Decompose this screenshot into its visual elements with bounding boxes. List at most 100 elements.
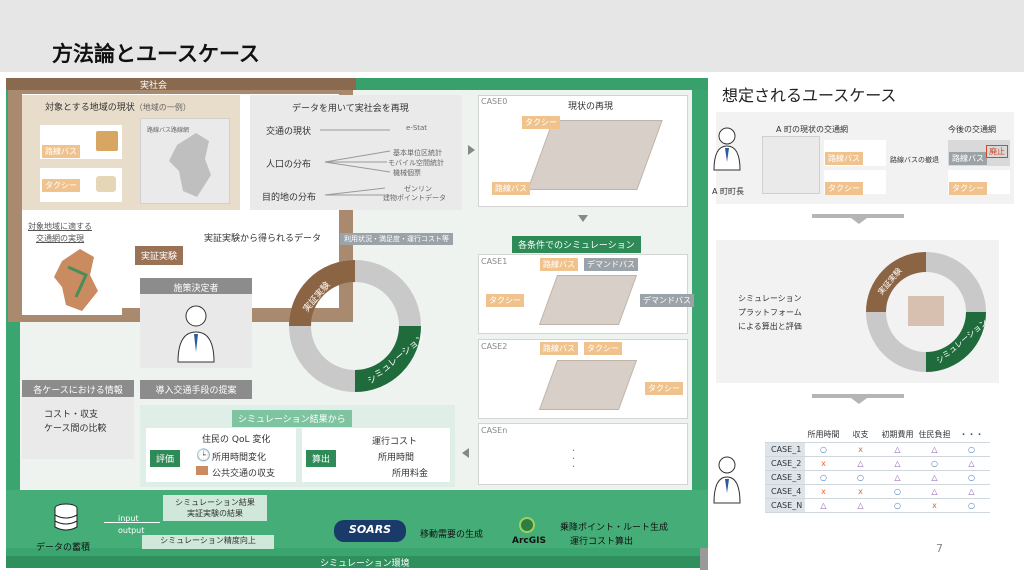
route-bus-tag: 路線バス <box>42 145 80 158</box>
platform-line1: シミュレーション <box>738 294 802 303</box>
casen-label: CASEn <box>481 426 508 435</box>
eval-item-time: 所用時間変化 <box>212 453 267 463</box>
eval-title: 住民の QoL 変化 <box>202 435 271 445</box>
flow-arrow-1-icon <box>851 218 867 224</box>
io-line <box>104 522 160 523</box>
input-label: input <box>118 514 139 523</box>
region-map: 路線バス路線網 <box>140 118 230 204</box>
usecase-title: 想定されるユースケース <box>722 86 897 105</box>
reproduce-title: データを用いて実社会を再現 <box>292 104 409 114</box>
platform-line3: による算出と評価 <box>738 322 802 331</box>
table-cell: x <box>805 484 842 499</box>
future-bus-card: 路線バス 廃止 <box>948 140 1010 166</box>
eval-item-balance: 公共交通の収支 <box>212 469 276 479</box>
reproduce-row-traffic: 交通の現状 <box>266 127 312 137</box>
abolish-stamp: 廃止 <box>986 145 1008 158</box>
source-zenrin: ゼンリン <box>404 185 432 193</box>
scrollbar-thumb[interactable] <box>700 548 708 570</box>
table-cell: △ <box>916 470 953 485</box>
demand-label: 移動需要の生成 <box>420 530 484 540</box>
future-taxi-tag: タクシー <box>949 182 987 195</box>
table-cell: ○ <box>879 484 916 499</box>
arrow-right-icon <box>468 145 475 155</box>
table-row: CASE_4 x x ○ △ △ <box>765 484 990 499</box>
info-each-label: 各ケースにおける情報 <box>22 380 134 399</box>
table-row: CASE_2 x △ △ ○ △ <box>765 456 990 471</box>
current-net-label: A 町の現状の交通網 <box>776 125 849 134</box>
case2-taxi-tag-2: タクシー <box>645 382 683 395</box>
output-label: output <box>118 526 145 535</box>
bus-icon <box>96 131 118 151</box>
platform-text: シミュレーション プラットフォーム による算出と評価 <box>738 292 802 334</box>
green-top-bar <box>356 78 708 90</box>
trial-data-label: 実証実験から得られるデータ <box>200 229 326 246</box>
trial-label: 実証実験 <box>135 246 184 265</box>
table-cell: △ <box>916 442 953 457</box>
table-cell: △ <box>916 484 953 499</box>
table-row: CASE_N △ △ ○ x ○ <box>765 498 990 513</box>
current-taxi-card: タクシー <box>824 170 886 195</box>
calc-box: 算出 運行コスト 所用時間 所用料金 <box>302 428 450 482</box>
reproduce-row-population: 人口の分布 <box>266 160 312 170</box>
eval-tag: 評価 <box>150 450 181 467</box>
table-cell: △ <box>953 456 990 471</box>
source-building: 建物ポイントデータ <box>383 194 446 202</box>
table-cell: ○ <box>805 470 842 485</box>
evaluation-table: 所用時間 収支 初期費用 住民負担 ・・・ CASE_1 ○ x △ △ ○ C… <box>765 428 990 513</box>
table-cell: x <box>842 484 879 499</box>
table-cell: ○ <box>805 442 842 457</box>
row-case-label: CASE_1 <box>765 442 805 457</box>
table-row: CASE_1 ○ x △ △ ○ <box>765 442 990 457</box>
future-net-label: 今後の交通網 <box>948 125 996 134</box>
route-gen-line2: 運行コスト算出 <box>570 537 634 547</box>
taxi-card: タクシー <box>40 168 122 202</box>
arrow-down-icon <box>578 215 588 222</box>
decision-maker-box <box>140 294 252 368</box>
apply-line1: 対象地域に適する <box>28 222 92 231</box>
accuracy-label: シミュレーション精度向上 <box>142 535 274 549</box>
person-icon <box>177 305 215 363</box>
header-resident-burden: 住民負担 <box>916 428 953 443</box>
header-more: ・・・ <box>953 428 990 443</box>
cost-line2: ケース間の比較 <box>44 424 107 434</box>
flow-arrow-2-icon <box>851 398 867 404</box>
cycle-ring <box>289 260 421 392</box>
table-cell: △ <box>879 456 916 471</box>
future-taxi-card: タクシー <box>948 170 1010 195</box>
sim-result-line2: 実証実験の結果 <box>187 509 243 518</box>
soars-logo: SOARS <box>334 520 406 542</box>
title-bar <box>0 0 1024 72</box>
table-cell: △ <box>842 456 879 471</box>
propose-label: 導入交通手段の提案 <box>140 380 252 399</box>
sim-result-box: シミュレーション結果 実証実験の結果 <box>163 495 267 521</box>
globe-icon <box>519 517 535 533</box>
row-case-label: CASE_2 <box>765 456 805 471</box>
flow-bar-2 <box>812 394 904 398</box>
map-label: 路線バス路線網 <box>147 127 190 134</box>
flow-bar-1 <box>812 214 904 218</box>
current-bus-tag: 路線バス <box>825 152 863 165</box>
table-row: CASE_3 ○ ○ △ △ ○ <box>765 470 990 485</box>
table-cell: ○ <box>879 498 916 513</box>
apply-line2: 交通網の実現 <box>36 234 84 243</box>
current-taxi-tag: タクシー <box>825 182 863 195</box>
network-map-icon <box>54 249 98 311</box>
connector-lines <box>320 129 391 196</box>
trial-data-sub: 利用状況・満足度・運行コスト等 <box>340 233 453 245</box>
platform-ring <box>866 252 986 372</box>
table-corner <box>765 428 805 443</box>
region-title: 対象とする地域の現状（地域の一例） <box>45 100 191 113</box>
sim-result-line1: シミュレーション結果 <box>175 498 255 507</box>
eval-box: 評価 住民の QoL 変化 🕒 所用時間変化 公共交通の収支 <box>146 428 296 482</box>
route-gen-line1: 乗降ポイント・ルート生成 <box>560 523 669 533</box>
table-cell: △ <box>805 498 842 513</box>
mayor-person-icon-2 <box>713 456 741 504</box>
page-number: 7 <box>936 542 943 555</box>
cost-line1: コスト・収支 <box>44 410 99 420</box>
table-cell: ○ <box>842 470 879 485</box>
case1-taxi-tag: タクシー <box>486 294 524 307</box>
source-records: 機械個票 <box>393 169 421 177</box>
database-icon <box>54 503 78 531</box>
row-case-label: CASE_4 <box>765 484 805 499</box>
table-cell: ○ <box>953 470 990 485</box>
